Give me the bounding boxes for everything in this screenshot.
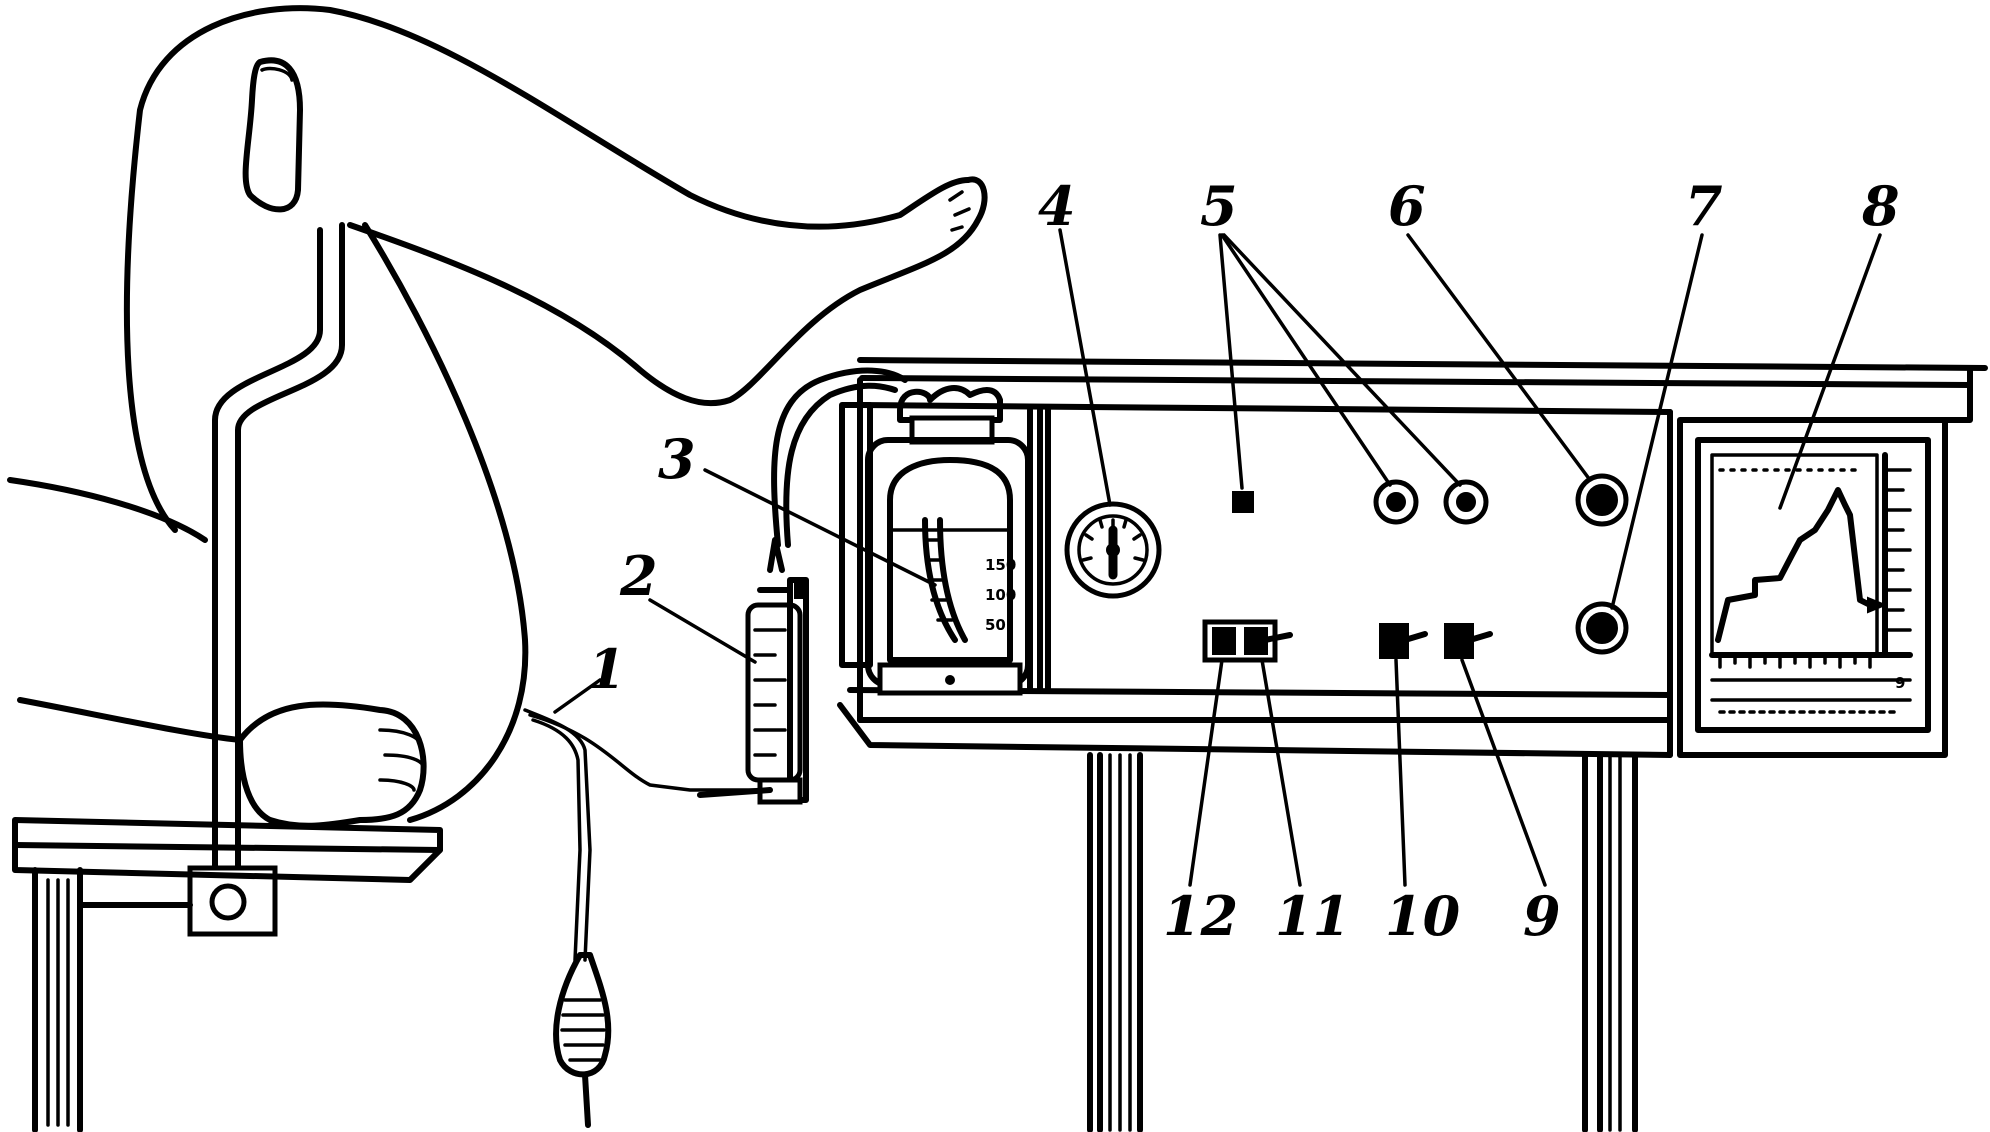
connecting-tube — [771, 367, 908, 548]
recorder-corner-mark: 9 — [1895, 674, 1905, 692]
vessel-scale-150: 150 — [985, 556, 1016, 574]
vessel-scale-50: 50 — [985, 616, 1006, 634]
callout-1: 1 — [588, 637, 626, 701]
callout-12: 12 — [1163, 884, 1238, 948]
toggle-switch-10 — [1379, 623, 1428, 659]
callout-labels: 1 2 3 4 5 6 7 8 9 10 11 12 — [588, 174, 1900, 948]
leg-stirrup — [187, 57, 345, 937]
callout-2: 2 — [619, 544, 658, 608]
patient-figure — [7, 5, 988, 829]
callout-6: 6 — [1388, 174, 1426, 238]
catheter-1 — [523, 708, 772, 1128]
leader-lines — [553, 228, 1882, 887]
callout-4: 4 — [1038, 174, 1076, 238]
control-knob-7 — [1575, 601, 1629, 655]
vessel-scale-100: 100 — [985, 586, 1016, 604]
examination-table — [12, 817, 443, 1132]
callout-3: 3 — [658, 427, 696, 491]
control-knob-6 — [1575, 473, 1629, 527]
syringe-2 — [697, 537, 809, 805]
manometer-gauge-4 — [1064, 501, 1162, 599]
measuring-vessel-3: 150 100 50 — [839, 385, 1031, 696]
callout-7: 7 — [1685, 174, 1723, 238]
indicator-lamp-5a — [1373, 479, 1419, 525]
indicator-lamp-5b — [1443, 479, 1489, 525]
callout-10: 10 — [1385, 884, 1460, 948]
indicator-lamp-square-5 — [1232, 491, 1254, 513]
callout-5: 5 — [1200, 174, 1238, 238]
callout-9: 9 — [1523, 884, 1561, 948]
toggle-switch-11-12 — [1202, 619, 1293, 663]
toggle-switch-9 — [1444, 623, 1493, 659]
callout-11: 11 — [1275, 884, 1350, 948]
cabinet-legs — [1087, 752, 1638, 1132]
recorder-8: 9 — [1677, 417, 1948, 758]
callout-8: 8 — [1861, 174, 1900, 238]
